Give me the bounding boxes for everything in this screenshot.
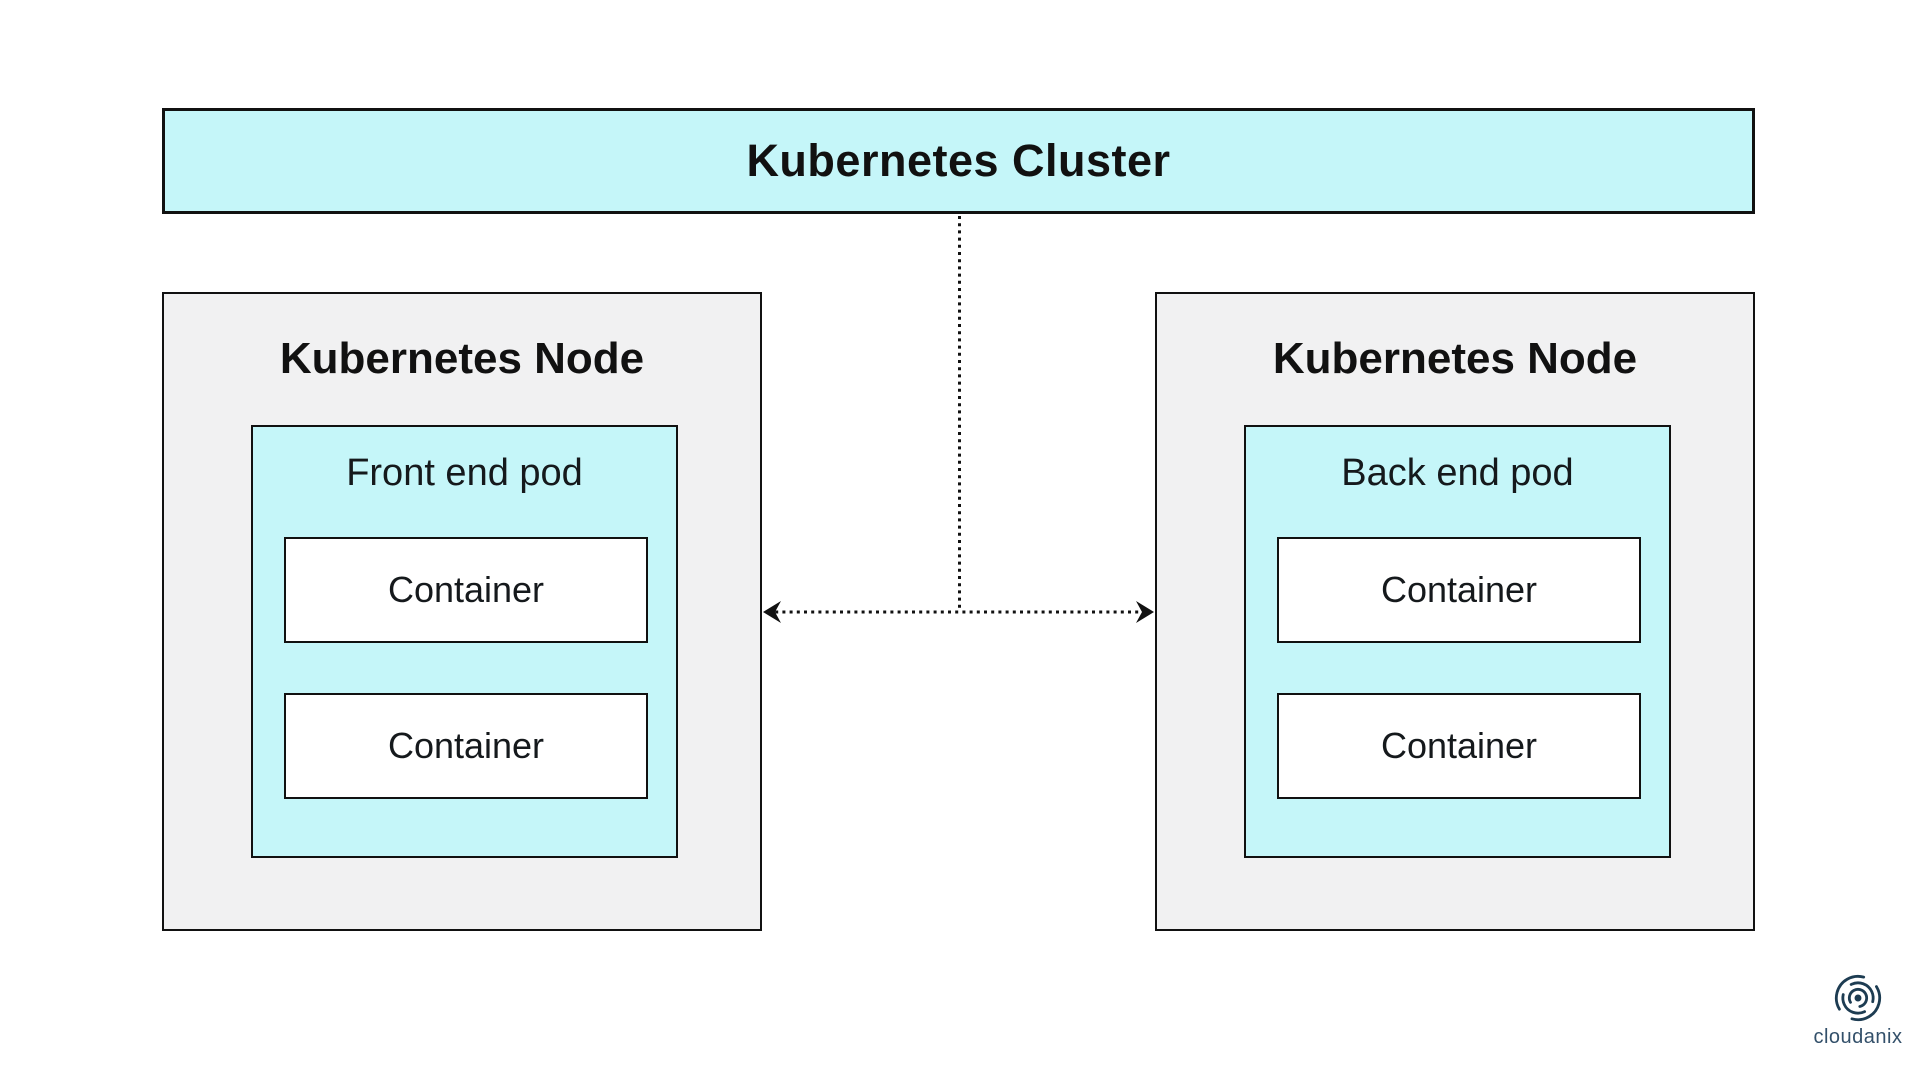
container-label: Container xyxy=(1380,569,1538,610)
front-end-pod-box: Front end pod Container Container xyxy=(251,425,678,858)
node-title: Kubernetes Node xyxy=(279,334,645,383)
back-end-pod-box: Back end pod Container Container xyxy=(1244,425,1671,858)
container-label: Container xyxy=(387,569,545,610)
container-label: Container xyxy=(1380,725,1538,766)
kubernetes-cluster-box: Kubernetes Cluster xyxy=(162,108,1755,214)
container-label: Container xyxy=(387,725,545,766)
pod-title: Back end pod xyxy=(1341,452,1574,494)
container-box: Container xyxy=(284,693,648,799)
arrowhead-right-icon xyxy=(1136,601,1154,623)
container-box: Container xyxy=(1277,537,1641,643)
kubernetes-node-left: Kubernetes Node Front end pod Container … xyxy=(162,292,762,931)
cloudanix-logo-text: cloudanix xyxy=(1813,1026,1903,1048)
container-box: Container xyxy=(1277,693,1641,799)
arrowhead-left-icon xyxy=(763,601,781,623)
cloudanix-logo-icon xyxy=(1834,974,1882,1022)
node-title: Kubernetes Node xyxy=(1272,334,1638,383)
kubernetes-node-right: Kubernetes Node Back end pod Container C… xyxy=(1155,292,1755,931)
cloudanix-logo: cloudanix xyxy=(1810,972,1906,1056)
cluster-title: Kubernetes Cluster xyxy=(746,135,1171,186)
pod-title: Front end pod xyxy=(346,452,583,494)
container-box: Container xyxy=(284,537,648,643)
